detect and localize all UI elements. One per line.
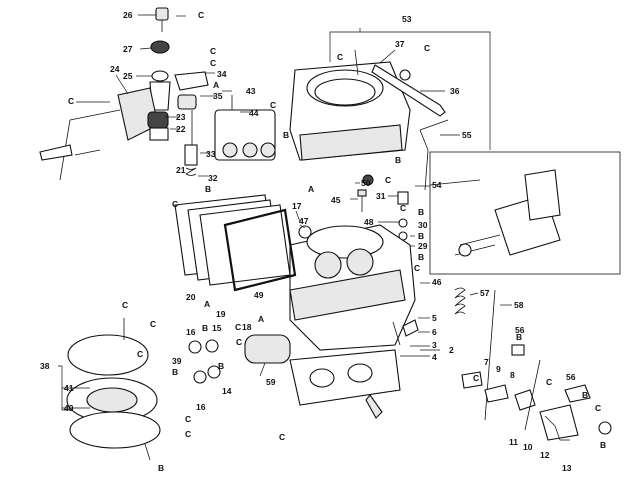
label-24: 24	[110, 64, 120, 74]
part-labels: 26 C 27 C C 25 34 A 24 35 43 C 23 22 44 …	[40, 10, 606, 473]
label-4: 4	[432, 352, 437, 362]
label-b: B	[395, 155, 401, 165]
label-b: B	[582, 390, 588, 400]
label-56: 56	[566, 372, 576, 382]
label-32: 32	[208, 173, 218, 183]
label-12: 12	[540, 450, 550, 460]
label-14: 14	[222, 386, 232, 396]
label-43: 43	[246, 86, 256, 96]
label-c: C	[473, 373, 479, 383]
label-c: C	[172, 199, 178, 209]
label-38: 38	[40, 361, 50, 371]
label-b: B	[516, 332, 522, 342]
label-22: 22	[176, 124, 186, 134]
label-16: 16	[196, 402, 206, 412]
label-21: 21	[176, 165, 186, 175]
label-c: C	[137, 349, 143, 359]
label-19: 19	[216, 309, 226, 319]
label-29: 29	[418, 241, 428, 251]
label-25: 25	[123, 71, 133, 81]
label-c: C	[595, 403, 601, 413]
label-11: 11	[509, 437, 518, 447]
label-36: 36	[450, 86, 460, 96]
label-31: 31	[376, 191, 386, 201]
label-58: 58	[514, 300, 524, 310]
label-a: A	[213, 80, 219, 90]
label-54: 54	[432, 180, 442, 190]
label-c: C	[337, 52, 343, 62]
label-27: 27	[123, 44, 133, 54]
label-c: C	[385, 175, 391, 185]
label-45: 45	[331, 195, 341, 205]
label-59: 59	[266, 377, 276, 387]
label-15: 15	[212, 323, 222, 333]
label-c: C	[210, 46, 216, 56]
label-c: C	[198, 10, 204, 20]
label-56: 56	[515, 325, 525, 335]
label-18: 18	[242, 322, 252, 332]
label-c: C	[235, 322, 241, 332]
label-46: 46	[432, 277, 442, 287]
label-13: 13	[562, 463, 572, 473]
label-8: 8	[510, 370, 515, 380]
label-6: 6	[432, 327, 437, 337]
label-a: A	[308, 184, 314, 194]
leader-lines	[58, 14, 570, 441]
label-b: B	[172, 367, 178, 377]
label-57: 57	[480, 288, 490, 298]
label-b: B	[158, 463, 164, 473]
label-c: C	[400, 203, 406, 213]
label-20: 20	[186, 292, 196, 302]
label-55: 55	[462, 130, 472, 140]
label-c: C	[150, 319, 156, 329]
label-c: C	[185, 414, 191, 424]
label-c: C	[414, 263, 420, 273]
label-16: 16	[186, 327, 196, 337]
label-c: C	[122, 300, 128, 310]
label-b: B	[218, 361, 224, 371]
label-34: 34	[217, 69, 227, 79]
label-23: 23	[176, 112, 186, 122]
label-49: 49	[254, 290, 264, 300]
parts-drawing	[39, 7, 621, 461]
label-17: 17	[292, 201, 302, 211]
label-b: B	[283, 130, 289, 140]
label-39: 39	[172, 356, 182, 366]
label-7: 7	[484, 357, 489, 367]
label-30: 30	[418, 220, 428, 230]
label-47: 47	[299, 216, 309, 226]
label-a: A	[258, 314, 264, 324]
label-33: 33	[206, 149, 216, 159]
label-b: B	[205, 184, 211, 194]
label-c: C	[68, 96, 74, 106]
label-c: C	[270, 100, 276, 110]
label-10: 10	[523, 442, 533, 452]
label-48: 48	[364, 217, 374, 227]
label-9: 9	[496, 364, 501, 374]
label-a: A	[204, 299, 210, 309]
label-40: 40	[64, 403, 74, 413]
label-b: B	[600, 440, 606, 450]
label-c: C	[185, 429, 191, 439]
label-53: 53	[402, 14, 412, 24]
label-50: 50	[361, 178, 371, 188]
label-b: B	[202, 323, 208, 333]
label-b: B	[418, 231, 424, 241]
label-c: C	[210, 58, 216, 68]
label-b: B	[418, 252, 424, 262]
label-37: 37	[395, 39, 405, 49]
label-3: 3	[432, 340, 437, 350]
label-5: 5	[432, 313, 437, 323]
label-41: 41	[64, 383, 74, 393]
label-26: 26	[123, 10, 133, 20]
label-b: B	[418, 207, 424, 217]
label-c: C	[546, 377, 552, 387]
label-35: 35	[213, 91, 223, 101]
label-44: 44	[249, 108, 259, 118]
label-c: C	[424, 43, 430, 53]
label-2: 2	[449, 345, 454, 355]
label-c: C	[279, 432, 285, 442]
label-c: C	[236, 337, 242, 347]
